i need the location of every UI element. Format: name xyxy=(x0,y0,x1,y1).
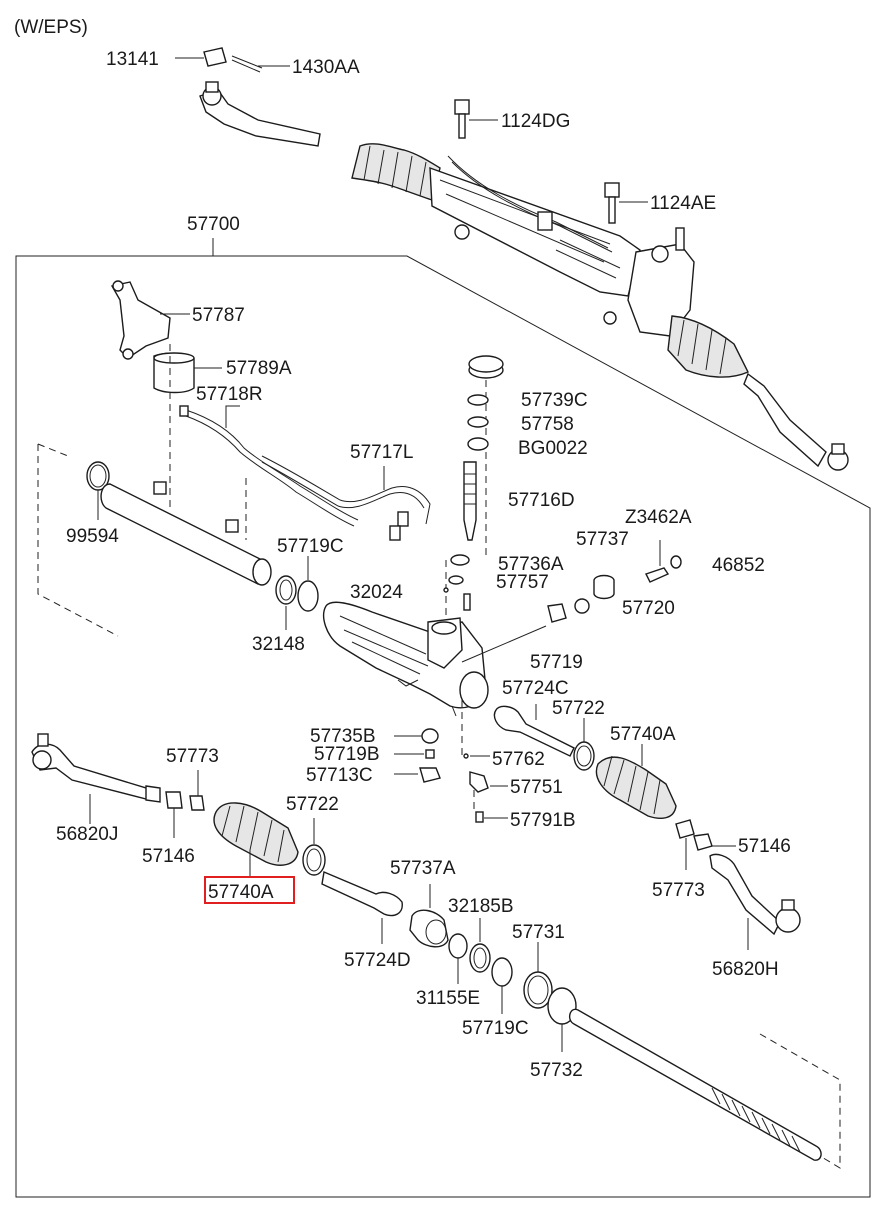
part-label-57716d[interactable]: 57716D xyxy=(508,490,575,511)
assembly-label-57700[interactable]: 57700 xyxy=(187,214,240,235)
part-label-57732[interactable]: 57732 xyxy=(530,1060,583,1081)
part-label-57718r[interactable]: 57718R xyxy=(196,384,263,405)
part-label-57724c[interactable]: 57724C xyxy=(502,678,569,699)
part-label-57736a[interactable]: 57736A xyxy=(498,554,564,575)
part-label-57740a-left-highlighted[interactable]: 57740A xyxy=(208,882,274,903)
clip-57773-left xyxy=(189,795,205,811)
part-label-z3462a[interactable]: Z3462A xyxy=(625,507,692,528)
part-label-bg0022[interactable]: BG0022 xyxy=(518,438,588,459)
fitting-z3462a xyxy=(645,567,670,583)
ring-32148 xyxy=(275,575,297,605)
part-label-56820h[interactable]: 56820H xyxy=(712,959,779,980)
nut-57713c xyxy=(419,767,441,783)
part-label-32024[interactable]: 32024 xyxy=(350,582,403,603)
part-label-46852[interactable]: 46852 xyxy=(712,555,765,576)
part-57719b xyxy=(425,749,435,759)
steering-gear-assembly-illustration xyxy=(199,47,849,471)
part-57719 xyxy=(547,603,567,623)
part-label-32148[interactable]: 32148 xyxy=(252,634,305,655)
assembly-frame xyxy=(15,255,871,1198)
ring-57719c-lower xyxy=(491,957,513,987)
part-57735b xyxy=(421,728,439,744)
part-label-57789a[interactable]: 57789A xyxy=(226,358,292,379)
part-label-57724d[interactable]: 57724D xyxy=(344,950,411,971)
part-label-57757[interactable]: 57757 xyxy=(496,572,549,593)
part-label-57751[interactable]: 57751 xyxy=(510,777,563,798)
part-57737 xyxy=(593,574,615,600)
part-label-13141[interactable]: 13141 xyxy=(106,49,159,70)
part-label-57773-right[interactable]: 57773 xyxy=(652,880,705,901)
part-label-57722-right[interactable]: 57722 xyxy=(552,698,605,719)
part-label-57758[interactable]: 57758 xyxy=(521,414,574,435)
part-label-99594[interactable]: 99594 xyxy=(66,526,119,547)
part-label-57791b[interactable]: 57791B xyxy=(510,810,576,831)
part-label-57722-left[interactable]: 57722 xyxy=(286,794,339,815)
part-label-57720[interactable]: 57720 xyxy=(622,598,675,619)
part-label-57737a[interactable]: 57737A xyxy=(390,858,456,879)
part-label-57713c[interactable]: 57713C xyxy=(306,765,373,786)
part-label-57719c-bottom[interactable]: 57719C xyxy=(462,1018,529,1039)
variant-label: (W/EPS) xyxy=(14,17,88,38)
part-label-32185b[interactable]: 32185B xyxy=(448,896,514,917)
part-label-57146-right[interactable]: 57146 xyxy=(738,836,791,857)
valve-shaft-57716d xyxy=(463,461,477,541)
clip-57773-right xyxy=(675,819,695,839)
part-label-57717l[interactable]: 57717L xyxy=(350,442,413,463)
part-label-57737[interactable]: 57737 xyxy=(576,529,629,550)
highlight-box xyxy=(204,876,295,904)
part-label-1124ae[interactable]: 1124AE xyxy=(650,193,716,214)
part-label-57740a-right[interactable]: 57740A xyxy=(610,724,676,745)
part-57751 xyxy=(469,771,489,793)
part-label-57787[interactable]: 57787 xyxy=(192,305,245,326)
part-label-57731[interactable]: 57731 xyxy=(512,922,565,943)
rack-tube xyxy=(100,483,269,585)
bolt-57791b xyxy=(475,811,484,823)
tie-rod-end-56820h xyxy=(709,853,781,936)
inner-rod-57724d xyxy=(321,871,403,917)
ring-32185b xyxy=(469,943,491,973)
part-label-57762[interactable]: 57762 xyxy=(492,749,545,770)
inner-rod-57724c xyxy=(493,705,575,757)
part-label-57719c-top[interactable]: 57719C xyxy=(277,536,344,557)
part-label-57773-left[interactable]: 57773 xyxy=(166,746,219,767)
bellows-57740a-left xyxy=(213,802,299,866)
ring-57719c-upper xyxy=(297,580,319,612)
nut-57146-right xyxy=(693,833,713,851)
part-label-57719[interactable]: 57719 xyxy=(530,652,583,673)
tie-rod-end-56820j xyxy=(31,743,152,801)
part-label-57739c[interactable]: 57739C xyxy=(521,390,588,411)
part-label-1124dg[interactable]: 1124DG xyxy=(501,111,570,132)
part-label-56820j[interactable]: 56820J xyxy=(56,824,118,845)
bushing-57737a xyxy=(409,909,449,948)
part-label-57719b[interactable]: 57719B xyxy=(314,744,380,765)
nut-57146-left xyxy=(165,791,183,809)
part-label-57146-left[interactable]: 57146 xyxy=(142,846,195,867)
ring-31155e xyxy=(448,933,468,959)
part-label-31155e[interactable]: 31155E xyxy=(416,988,480,1009)
bracket-57787 xyxy=(110,281,171,359)
part-label-57735b[interactable]: 57735B xyxy=(310,726,376,747)
part-label-1430aa[interactable]: 1430AA xyxy=(292,57,360,78)
rack-bar xyxy=(568,1008,822,1161)
